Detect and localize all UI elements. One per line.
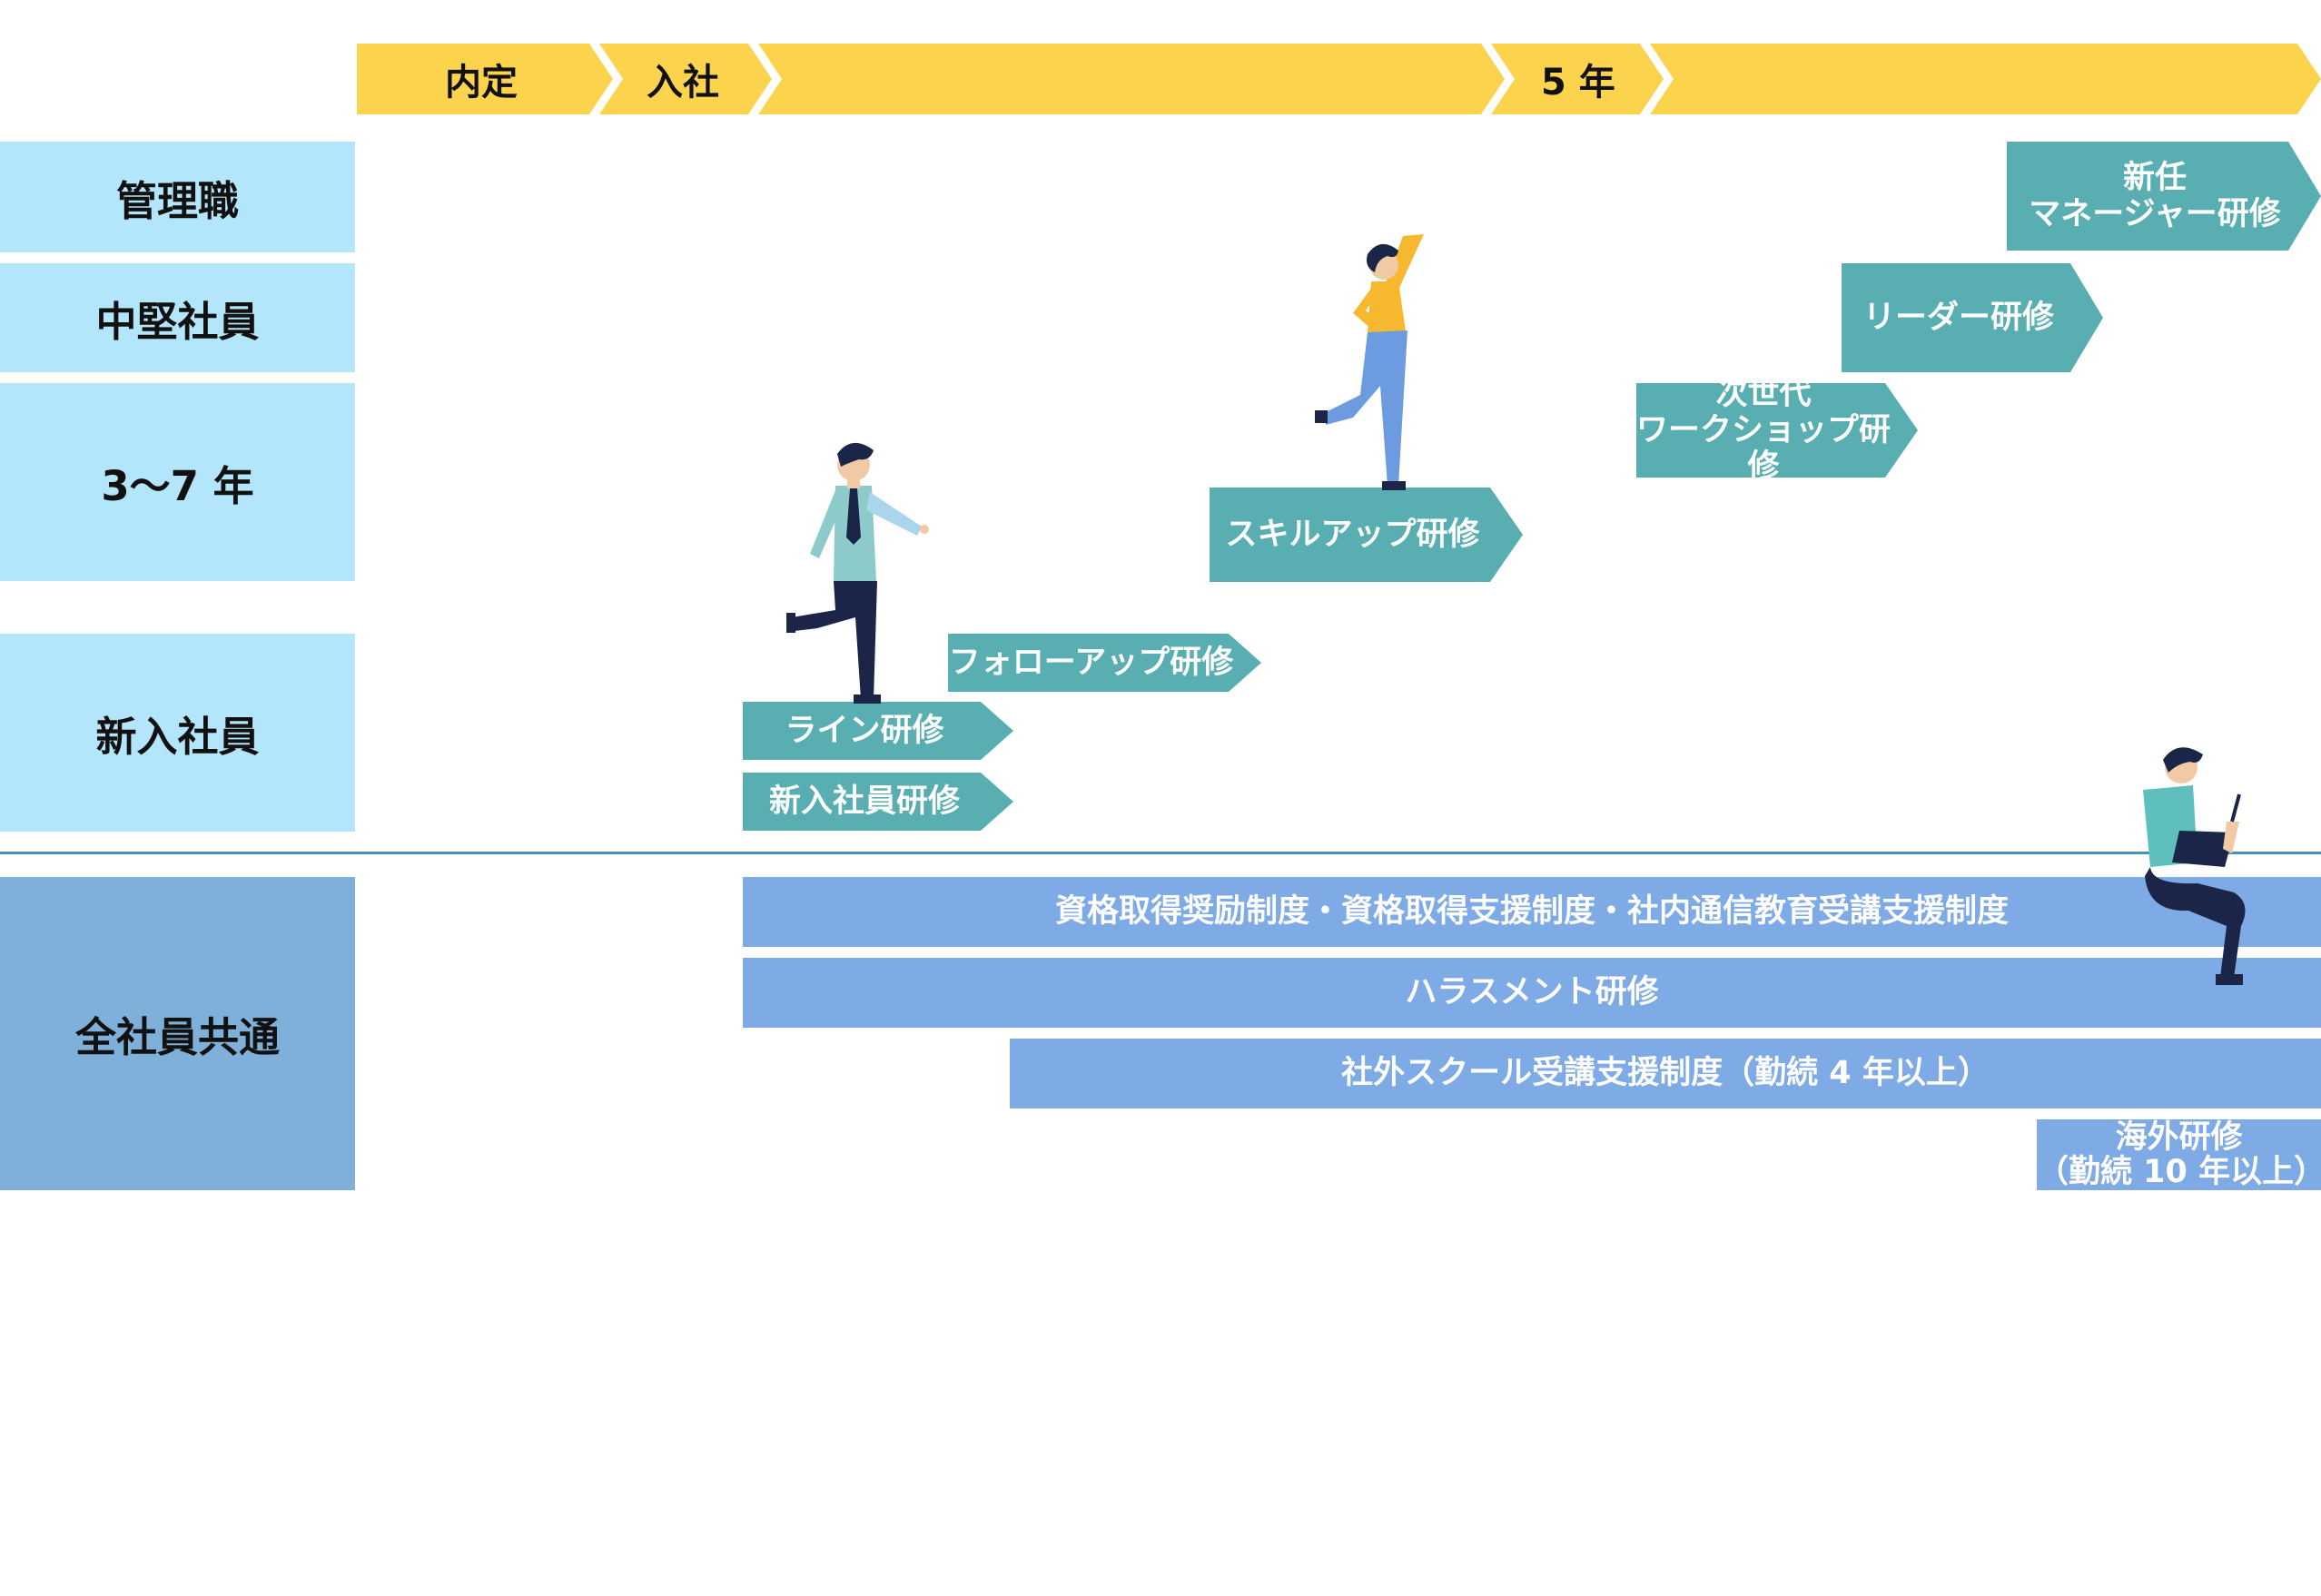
level-mid: 中堅社員 <box>0 263 355 372</box>
jumping-woman-icon <box>1315 234 1424 490</box>
training-follow-up: フォローアップ研修 <box>948 634 1261 692</box>
level-3to7: 3〜7 年 <box>0 383 355 581</box>
training-line: ライン研修 <box>743 702 1013 760</box>
timeline-offer: 内定 <box>357 44 613 114</box>
timeline-join-label: 入社 <box>647 62 719 103</box>
timeline-join: 入社 <box>599 44 772 114</box>
training-next-gen-line2: ワークショップ研修 <box>1636 411 1891 486</box>
training-next-gen: 次世代 ワークショップ研修 <box>1636 383 1918 478</box>
training-next-gen-line1: 次世代 <box>1715 375 1812 412</box>
training-skill-up-label: スキルアップ研修 <box>1225 516 1480 553</box>
training-new-manager-line2: マネージャー研修 <box>2029 196 2281 232</box>
program-overseas-line1: 海外研修 <box>2115 1118 2243 1156</box>
training-new-employee-label: 新入社員研修 <box>768 783 960 820</box>
level-newhire: 新入社員 <box>0 634 355 832</box>
timeline-year5-label: 5 年 <box>1541 62 1615 103</box>
level-common: 全社員共通 <box>0 877 355 1190</box>
training-new-manager: 新任 マネージャー研修 <box>2007 142 2321 251</box>
program-overseas: 海外研修 （勤続 10 年以上） <box>2037 1119 2321 1190</box>
training-new-employee: 新入社員研修 <box>743 773 1013 831</box>
timeline-early-years <box>758 44 1505 114</box>
training-leader: リーダー研修 <box>1842 263 2103 372</box>
section-divider <box>0 852 2321 854</box>
sitting-man-icon <box>2143 747 2246 985</box>
training-follow-up-label: フォローアップ研修 <box>948 644 1234 681</box>
program-overseas-line2: （勤続 10 年以上） <box>2037 1154 2321 1190</box>
running-man-icon <box>786 442 929 704</box>
training-skill-up: スキルアップ研修 <box>1210 488 1523 582</box>
program-harassment: ハラスメント研修 <box>743 958 2321 1028</box>
timeline-year5: 5 年 <box>1491 44 1664 114</box>
timeline-offer-label: 内定 <box>445 62 518 103</box>
training-leader-label: リーダー研修 <box>1862 299 2054 336</box>
program-external-school: 社外スクール受講支援制度（勤続 4 年以上） <box>1010 1039 2321 1108</box>
training-new-manager-line1: 新任 <box>2122 159 2187 196</box>
training-line-label: ライン研修 <box>785 712 944 749</box>
level-manager: 管理職 <box>0 142 355 252</box>
program-qualification: 資格取得奨励制度・資格取得支援制度・社内通信教育受講支援制度 <box>743 877 2321 947</box>
timeline-later-years <box>1650 44 2321 114</box>
